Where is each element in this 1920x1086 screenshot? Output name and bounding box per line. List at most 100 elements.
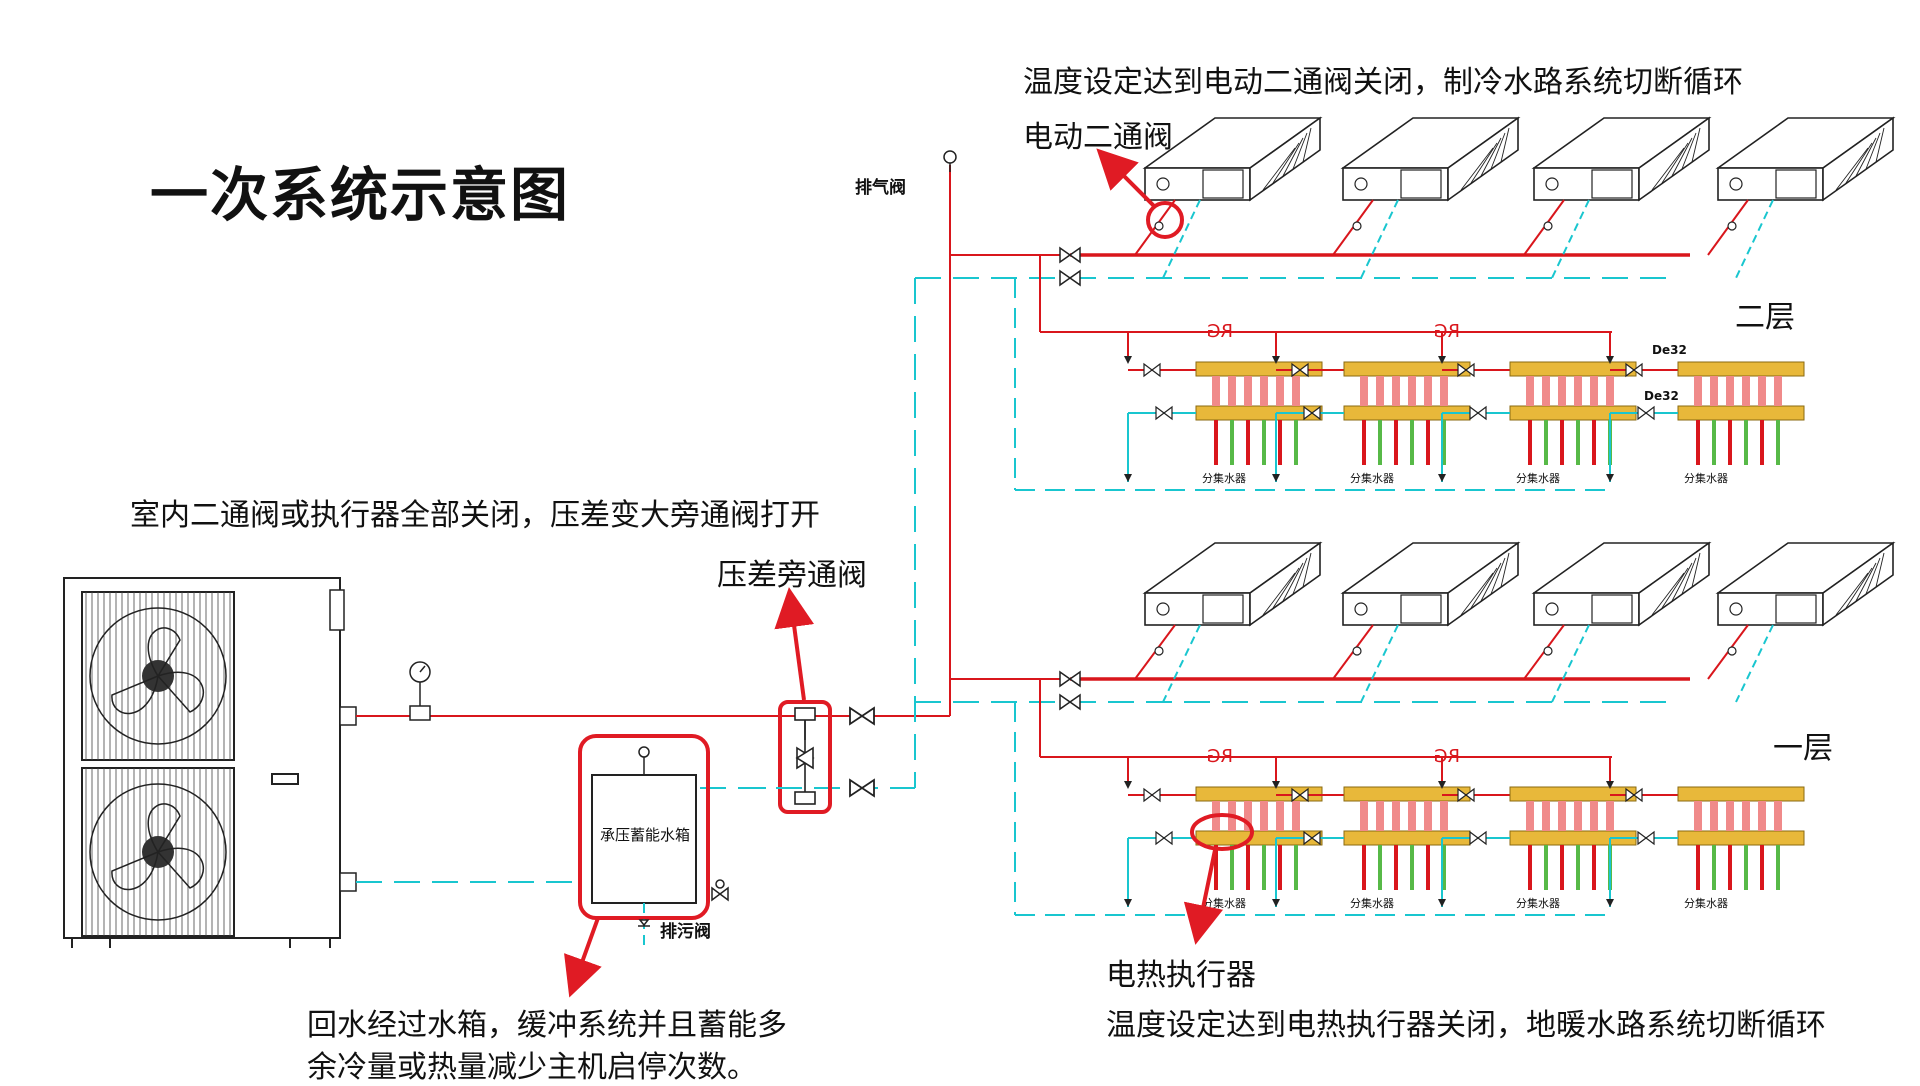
- fan-coil-grille: [1400, 594, 1442, 624]
- heat-pump-unit: [63, 577, 357, 948]
- fan-coil-return-pipe: [1551, 199, 1590, 279]
- fan-coil-fin: [1272, 567, 1300, 609]
- loop-valve: [1606, 801, 1614, 831]
- loop-valve: [1542, 801, 1550, 831]
- loop-valve: [1558, 801, 1566, 831]
- branch-valve: [1068, 269, 1081, 287]
- manifold: 分集水器: [1438, 332, 1637, 485]
- fan-coil-return-pipe: [1162, 624, 1201, 703]
- fan-coil-unit: [1523, 116, 1712, 279]
- rg-label: RG: [1207, 746, 1233, 767]
- fan-coil-front: [1144, 592, 1251, 626]
- loop-valve: [1440, 801, 1448, 831]
- loop-valve: [1276, 801, 1284, 831]
- two-way-valve-symbol: [1543, 646, 1553, 656]
- two-way-valve-symbol: [1154, 646, 1164, 656]
- loop-valve: [1424, 376, 1432, 406]
- manifold: 分集水器: [1124, 332, 1323, 485]
- manifold-valve: [1637, 405, 1647, 421]
- loop-valve: [1228, 376, 1236, 406]
- fan-coil-front: [1342, 592, 1449, 626]
- fan-coil-fin: [1845, 142, 1873, 184]
- manifold-arrow: [1272, 474, 1280, 482]
- branch-valve: [1068, 693, 1081, 711]
- loop-valve: [1758, 801, 1766, 831]
- fan-coil-fin: [1671, 137, 1693, 177]
- loop-valve: [1606, 376, 1614, 406]
- loop-valve: [1292, 801, 1300, 831]
- fan-coil-fin: [1272, 142, 1300, 184]
- fan-coil-fin: [1292, 132, 1308, 170]
- two-way-valve-symbol: [1352, 646, 1362, 656]
- fan-coil-grille: [1591, 169, 1633, 199]
- manifold-valve: [1155, 830, 1165, 846]
- fan-coil-return-pipe: [1360, 624, 1399, 703]
- fan-coil-fin: [1691, 552, 1701, 588]
- fan-coil-fin: [1681, 557, 1697, 595]
- fan-coil-grille: [1400, 169, 1442, 199]
- fan-coil-motor: [1545, 177, 1559, 191]
- manifold-arrow: [1606, 474, 1614, 482]
- manifold-return-bar: [1677, 830, 1805, 846]
- fan-coil-fin: [1855, 137, 1877, 177]
- fan-coil-fin: [1262, 572, 1296, 616]
- fan-coil-unit: [1134, 116, 1323, 279]
- loop-valve: [1590, 376, 1598, 406]
- loop-valve: [1424, 801, 1432, 831]
- two-way-valve-symbol: [1727, 221, 1737, 231]
- fan-coil-fin: [1671, 562, 1693, 602]
- fan-coil-fin: [1661, 142, 1689, 184]
- manifold-valve: [1633, 362, 1643, 378]
- fan-coil-fin: [1865, 557, 1881, 595]
- manifold-valve: [1625, 362, 1635, 378]
- loop-valve: [1440, 376, 1448, 406]
- fan-coil-grille: [1775, 594, 1817, 624]
- loop-valve: [1292, 376, 1300, 406]
- loop-valve: [1260, 376, 1268, 406]
- fan-coil-fin: [1875, 552, 1885, 588]
- manifold-arrow: [1124, 781, 1132, 789]
- fan-coil-unit: [1523, 541, 1712, 703]
- fan-coil-return-pipe: [1735, 624, 1774, 703]
- arrow-tank: [564, 917, 602, 998]
- fan-coil-fin: [1282, 137, 1304, 177]
- fan-coil-fin: [1500, 127, 1510, 163]
- fan-coil-fin: [1661, 567, 1689, 609]
- loop-valve: [1392, 801, 1400, 831]
- loop-valve: [1558, 376, 1566, 406]
- two-way-valve-symbol: [1727, 646, 1737, 656]
- rg-label: RG: [1207, 321, 1233, 342]
- loop-valve: [1574, 801, 1582, 831]
- drain-valve-label: 排污阀: [660, 921, 711, 942]
- loop-valve: [1542, 376, 1550, 406]
- fan-coil-return-pipe: [1162, 199, 1201, 279]
- two-way-valve-symbol: [1352, 221, 1362, 231]
- manifold-valve: [1465, 362, 1475, 378]
- de32-label: De32: [1652, 343, 1687, 357]
- loop-valve: [1726, 376, 1734, 406]
- manifold-arrow: [1272, 899, 1280, 907]
- two-way-valve-symbol: [1543, 221, 1553, 231]
- fan-coil-fin: [1282, 562, 1304, 602]
- loop-valve: [1376, 801, 1384, 831]
- manifold-valve: [1303, 405, 1313, 421]
- manifold-valve: [1465, 787, 1475, 803]
- manifold: 分集水器: [1124, 757, 1323, 910]
- manifold-arrow: [1606, 899, 1614, 907]
- fan-coil-fin: [1480, 137, 1502, 177]
- manifold-valve: [1155, 405, 1165, 421]
- loop-valve: [1360, 376, 1368, 406]
- fan-coil-fin: [1835, 572, 1869, 616]
- actuator-note: 温度设定达到电热执行器关闭，地暖水路系统切断循环: [1106, 1008, 1826, 1043]
- fan-coil-motor: [1729, 602, 1743, 616]
- fan-coil-fin: [1302, 127, 1312, 163]
- branch-valve: [1068, 670, 1081, 688]
- loop-valve: [1408, 801, 1416, 831]
- manifold-valve: [1151, 362, 1161, 378]
- fan-coil-fin: [1865, 132, 1881, 170]
